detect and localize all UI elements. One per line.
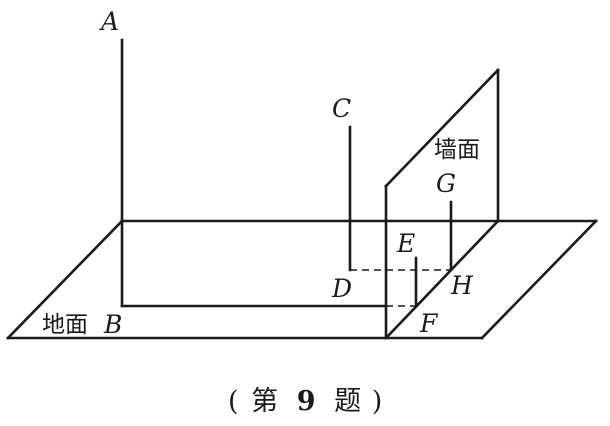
caption-close: )	[372, 386, 383, 417]
caption-number: 9	[297, 386, 316, 417]
wall-label: 墙面	[434, 137, 480, 163]
ground-right-edge	[480, 219, 598, 340]
label-C: C	[332, 94, 351, 123]
label-F: F	[419, 309, 439, 338]
caption-open: (	[228, 386, 239, 417]
label-B: B	[103, 310, 122, 339]
label-E: E	[396, 229, 415, 258]
ground-left-edge	[6, 219, 124, 340]
wall-plane	[384, 68, 500, 340]
label-D: D	[331, 274, 352, 303]
label-G: G	[436, 169, 456, 198]
wall-top-edge	[384, 68, 500, 188]
ground-plane	[6, 219, 598, 340]
caption-suffix: 题	[334, 386, 361, 417]
wall-ground-intersection	[384, 219, 500, 340]
caption-prefix: 第	[251, 386, 278, 417]
label-A: A	[99, 7, 119, 36]
label-H: H	[450, 271, 474, 300]
ground-label: 地面	[42, 312, 88, 338]
figure-caption: ( 第 9 题 )	[228, 386, 382, 417]
